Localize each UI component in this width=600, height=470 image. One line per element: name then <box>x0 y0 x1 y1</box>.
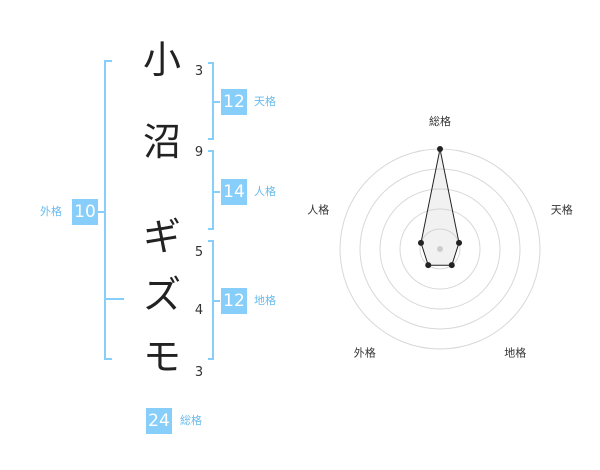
radar-point-1 <box>437 146 443 152</box>
radar-axis-label-2: 天格 <box>551 202 573 216</box>
radar-center-dot <box>437 246 443 252</box>
radar-ring-3 <box>379 188 501 310</box>
name-char-4: ズ <box>142 273 181 317</box>
chikaku-badge: 12 <box>221 288 247 314</box>
gaikaku-tick <box>96 211 104 213</box>
radar-axis-label-3: 地格 <box>504 346 526 360</box>
radar-point-3 <box>448 262 455 269</box>
radar-points <box>417 146 463 269</box>
name-char-5: モ <box>142 335 181 379</box>
gaikaku-badge: 10 <box>72 199 98 225</box>
radar-axis-label-5: 人格 <box>307 202 329 216</box>
name-char-2: 沼 <box>142 120 181 164</box>
chikaku-tick <box>214 300 220 302</box>
jinkaku-bracket <box>208 150 214 230</box>
tenkaku-label: 天格 <box>254 95 276 108</box>
stroke-count-2: 9 <box>194 145 204 160</box>
radar-point-4 <box>425 262 432 269</box>
stroke-count-4: 4 <box>194 303 204 318</box>
stroke-count-3: 5 <box>194 245 204 260</box>
gaikaku-label: 外格 <box>40 205 62 218</box>
name-char-1: 小 <box>142 38 181 82</box>
radar-ring-1 <box>419 228 461 270</box>
chikaku-divider-tick <box>104 298 124 300</box>
jinkaku-tick <box>214 191 220 193</box>
name-char-3: ギ <box>142 215 181 259</box>
soukaku-badge: 24 <box>146 408 172 434</box>
jinkaku-label: 人格 <box>254 185 276 198</box>
stroke-count-5: 3 <box>194 365 204 380</box>
jinkaku-badge: 14 <box>221 179 247 205</box>
tenkaku-bracket <box>208 62 214 140</box>
soukaku-label: 総格 <box>180 414 202 427</box>
radar-axis-label-1: 総格 <box>429 114 451 128</box>
gaikaku-bracket <box>104 60 112 360</box>
tenkaku-tick <box>214 101 220 103</box>
radar-axis-label-4: 外格 <box>354 346 376 360</box>
radar-ring-4 <box>359 168 521 330</box>
radar-ring-2 <box>399 208 481 290</box>
radar-value-polygon <box>420 148 460 266</box>
chikaku-bracket <box>208 240 214 360</box>
stroke-count-1: 3 <box>194 64 204 79</box>
tenkaku-badge: 12 <box>221 89 247 115</box>
chikaku-label: 地格 <box>254 294 276 307</box>
radar-point-5 <box>417 239 424 246</box>
radar-point-2 <box>456 239 463 246</box>
